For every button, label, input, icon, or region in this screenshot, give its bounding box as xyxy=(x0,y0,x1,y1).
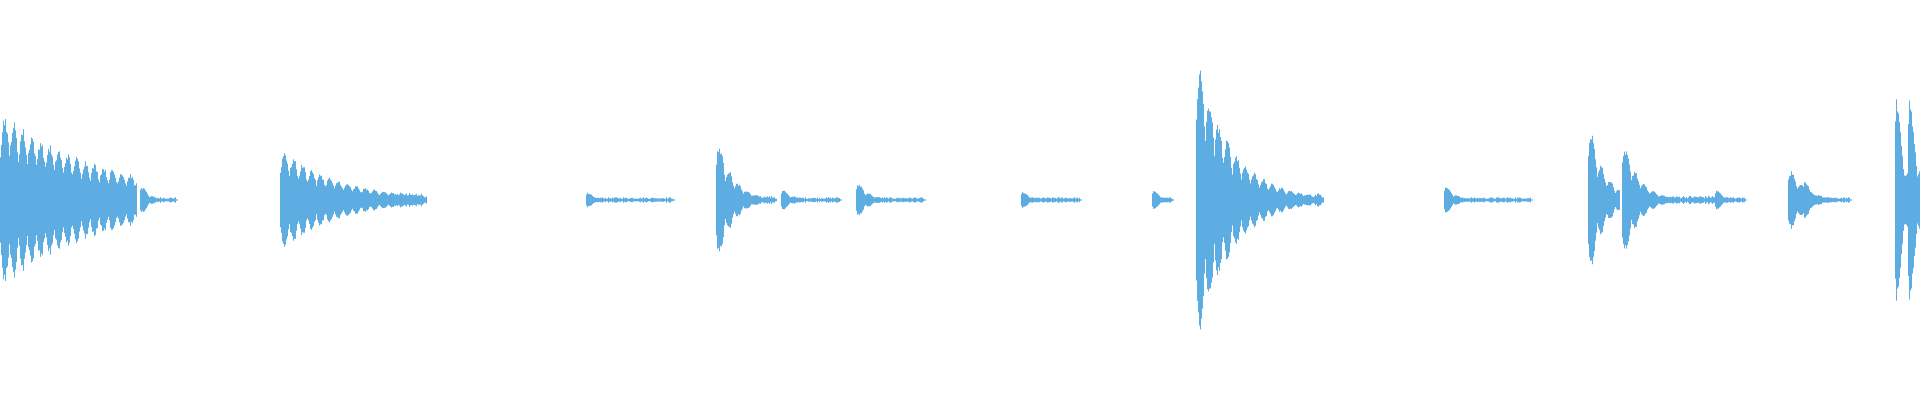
waveform-samples xyxy=(0,70,1920,330)
